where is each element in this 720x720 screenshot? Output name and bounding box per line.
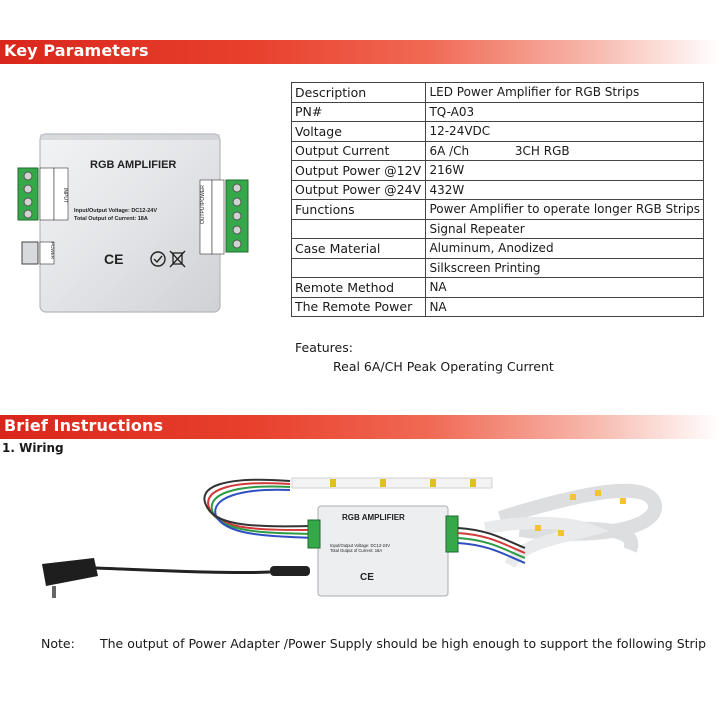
spec-key [290,257,427,278]
spec-key: Output Power @24V [290,179,427,200]
device-voltage-text: Input/Output Voltage: DC12-24V [74,208,157,214]
spec-value: NA [425,296,704,317]
spec-key: The Remote Power [290,296,427,317]
spec-key: Voltage [290,121,427,142]
features-title: Features: [295,340,353,355]
key-parameters-title: Key Parameters [4,41,149,60]
spec-key: Output Current [290,140,427,161]
spec-key: Output Power @12V [290,160,427,181]
spec-key: Functions [290,199,427,220]
spec-value: 216W [425,160,704,181]
device-input-label: INPUT [62,188,68,203]
spec-value: Aluminum, Anodized [425,238,704,259]
rohs-mark [150,251,166,267]
spec-value: 6A /Ch 3CH RGB [425,140,704,161]
spec-value: LED Power Amplifier for RGB Strips [425,82,704,103]
key-parameters-banner: Key Parameters [0,40,720,64]
wiring-amplifier-title: RGB AMPLIFIER [342,513,405,522]
spec-row: Silkscreen Printing [290,257,704,278]
spec-value: Silkscreen Printing [425,257,704,278]
spec-value: Power Amplifier to operate longer RGB St… [425,199,704,220]
device-power-label: POWER [200,185,206,204]
spec-value: Signal Repeater [425,218,704,239]
spec-value: 12-24VDC [425,121,704,142]
spec-value: 432W [425,179,704,200]
wiring-amplifier-voltage: Input/Output Voltage: DC12-24V [330,543,390,548]
spec-key: Remote Method [290,277,427,298]
spec-value: TQ-A03 [425,101,704,122]
spec-key: Description [290,82,427,103]
note-label: Note: [41,636,75,651]
weee-mark [169,250,186,268]
spec-row: PN#TQ-A03 [290,101,704,122]
brief-instructions-banner: Brief Instructions [0,415,720,439]
ce-mark: CE [104,251,123,267]
rgb-amplifier-device-image: RGB AMPLIFIER Input/Output Voltage: DC12… [17,133,249,313]
features-item: Real 6A/CH Peak Operating Current [333,359,554,374]
input-terminal-block [17,167,39,221]
note-text: The output of Power Adapter /Power Suppl… [100,636,707,651]
device-title: RGB AMPLIFIER [90,159,176,171]
spec-value: NA [425,277,704,298]
wiring-diagram-image: RGB AMPLIFIER Input/Output Voltage: DC12… [42,477,662,598]
power-adapter [42,558,310,598]
brief-instructions-title: Brief Instructions [4,416,164,435]
device-current-text: Total Output of Current: 18A [74,216,148,222]
spec-row: Signal Repeater [290,218,704,239]
led-strip [291,477,662,569]
spec-key: Case Material [290,238,427,259]
wiring-ce-mark: CE [360,572,374,583]
device-power-input-label: POWER [50,242,55,260]
spec-key: PN# [290,101,427,122]
wiring-heading: 1. Wiring [2,441,64,455]
spec-key [290,218,427,239]
device-output-label: OUTPUT [200,203,206,224]
wiring-amplifier-current: Total Output of Current: 18A [330,548,382,553]
